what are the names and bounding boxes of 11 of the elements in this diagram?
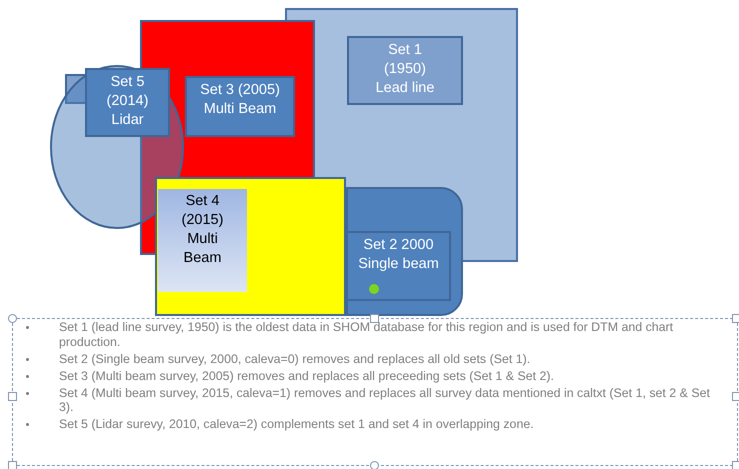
rounded-rectangle xyxy=(346,187,463,316)
bullet-text: Set 2 (Single beam survey, 2000, caleva=0) removes and replaces all old sets (Set 1). xyxy=(59,352,532,367)
bullet-text: Set 5 (Lidar surevy, 2010, caleva=2) complements set 1 and set 4 in overlapping zone. xyxy=(59,417,535,432)
label-box: Set 4 (2015) Multi Beam xyxy=(158,189,247,292)
label-box: Set 1 (1950) Lead line xyxy=(347,36,463,105)
bullet-text: Set 3 (Multi beam survey, 2005) removes and replaces all preceeding sets (Set 1 & Set 2). xyxy=(59,368,555,384)
label-box: Set 3 (2005) Multi Beam xyxy=(185,76,295,137)
bullet-text: Set 4 (Multi beam survey, 2015, caleva=1) removes and replaces all survey data mentioned in caltxt (Set 1, set 2 & Set 3). xyxy=(59,386,711,416)
area-rectangle xyxy=(155,177,346,316)
label-box: Set 2 2000 Single beam xyxy=(346,231,451,301)
bullet-text: Set 1 (lead line survey, 1950) is the oldest data in SHOM database for this region and is used for DTM and chart production. xyxy=(59,320,674,350)
